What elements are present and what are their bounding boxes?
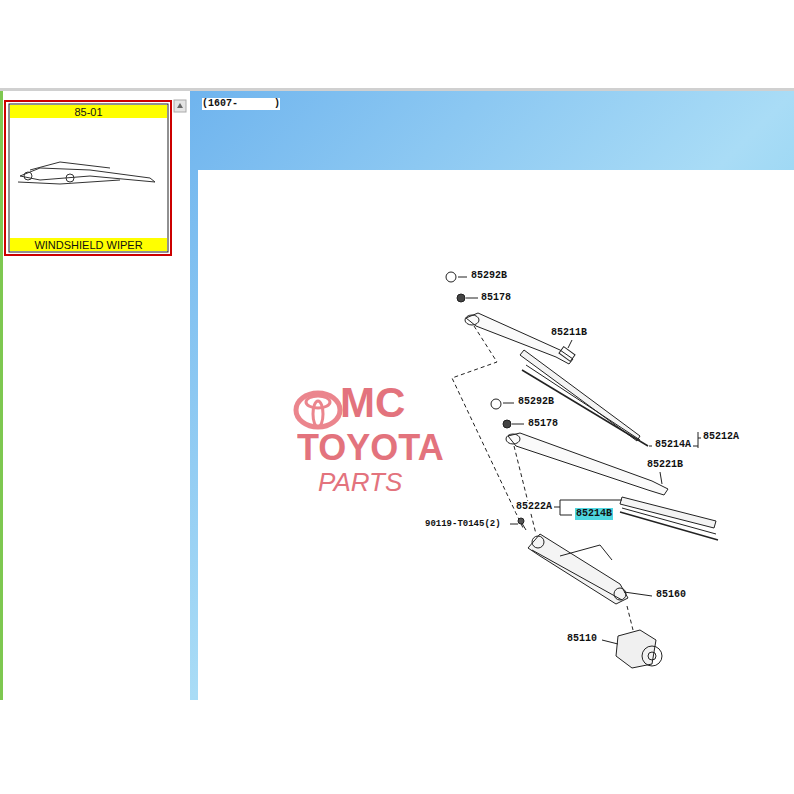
callout-number: 85214B	[575, 508, 613, 520]
callout-number: 85221B	[647, 459, 683, 471]
title-band: 85-01	[10, 105, 167, 118]
title-band: WINDSHIELD WIPER	[10, 238, 167, 251]
callout-number: 85211B	[551, 327, 587, 339]
callout-number: 85178	[528, 418, 558, 430]
callout-number: 85160	[656, 589, 686, 601]
callout-number: 85292B	[471, 270, 507, 282]
watermark: MC	[340, 380, 405, 426]
date-range: (1607- )	[202, 98, 280, 110]
band-text: WINDSHIELD WIPER	[34, 239, 142, 251]
callout-number: 85178	[481, 292, 511, 304]
callout-number: 85222A	[516, 501, 552, 513]
callout-number: 85212A	[703, 431, 739, 443]
callout-number: 90119-T0145(2)	[425, 518, 501, 530]
callout-number: 85292B	[518, 396, 554, 408]
watermark: TOYOTA	[297, 428, 444, 468]
callout-number: 85110	[567, 633, 597, 645]
callout-number: 85214A	[655, 439, 691, 451]
band-text: 85-01	[74, 106, 102, 118]
watermark: PARTS	[318, 468, 402, 497]
